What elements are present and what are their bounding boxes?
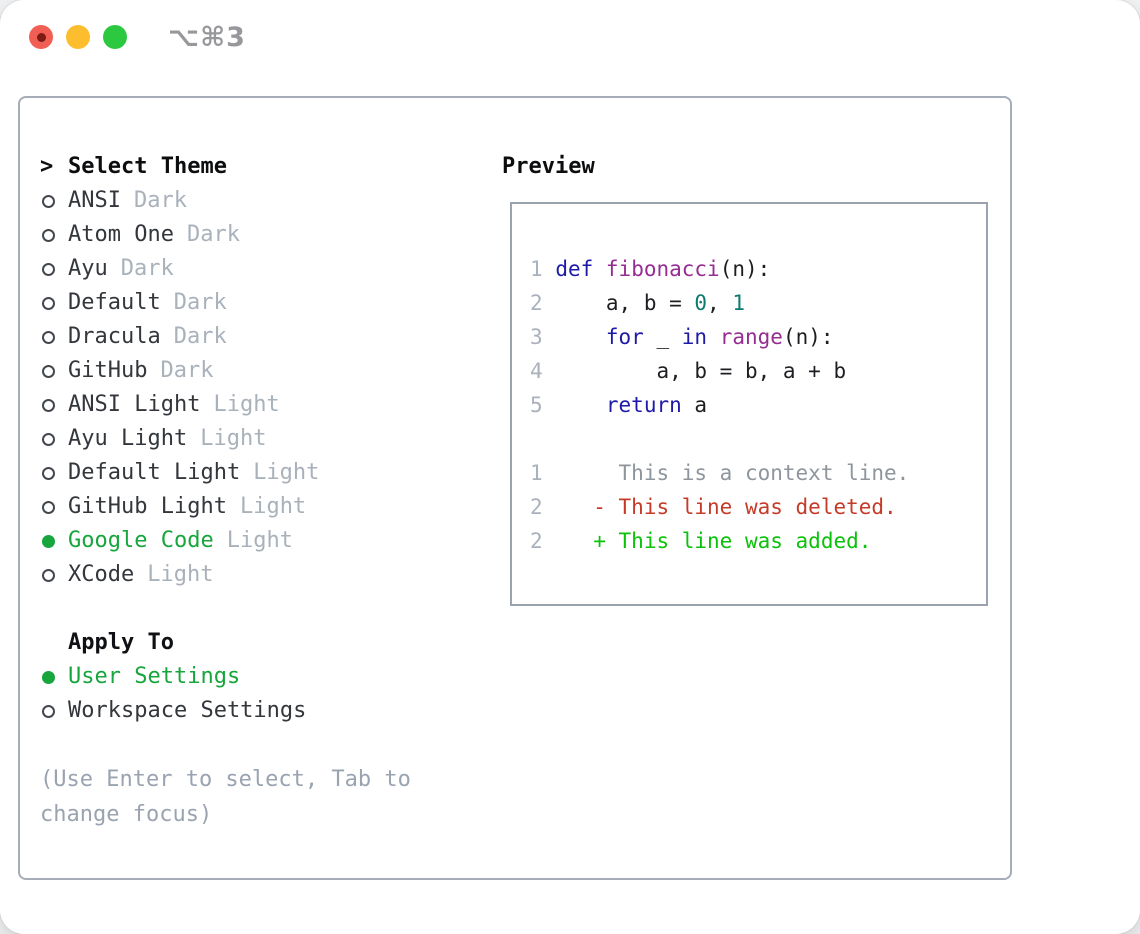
theme-variant: Dark	[160, 358, 214, 383]
theme-option-ansi-light[interactable]: ANSI Light Light	[40, 388, 480, 422]
apply-to-title: Apply To	[68, 630, 174, 655]
theme-name: Atom One	[68, 222, 174, 247]
spacer	[40, 592, 480, 626]
theme-name: Ayu	[68, 256, 108, 281]
diff-text: - This line was deleted.	[555, 495, 897, 519]
apply-option-workspace-settings[interactable]: Workspace Settings	[40, 694, 480, 728]
cursor-icon: >	[40, 154, 54, 179]
theme-name: GitHub Light	[68, 494, 227, 519]
radio-icon	[40, 398, 68, 412]
theme-option-ayu[interactable]: Ayu Dark	[40, 252, 480, 286]
apply-to-header-row: Apply To	[40, 626, 480, 660]
radio-icon	[40, 330, 68, 344]
close-button[interactable]	[29, 25, 53, 49]
radio-icon	[40, 228, 68, 242]
theme-name: ANSI	[68, 188, 121, 213]
theme-name: Ayu Light	[68, 426, 188, 451]
theme-option-default-light[interactable]: Default Light Light	[40, 456, 480, 490]
code-line: 2 a, b = 0, 1	[530, 291, 745, 315]
line-number: 3	[530, 325, 543, 349]
apply-option-user-settings[interactable]: User Settings	[40, 660, 480, 694]
theme-variant: Light	[147, 562, 214, 587]
theme-variant: Light	[239, 494, 307, 519]
radio-icon	[40, 704, 68, 718]
line-number: 2	[530, 495, 543, 519]
radio-icon	[40, 500, 68, 514]
keyboard-hint: (Use Enter to select, Tab to change focu…	[40, 767, 411, 827]
radio-icon	[40, 194, 68, 208]
theme-variant: Light	[213, 392, 280, 417]
theme-variant: Dark	[120, 256, 174, 281]
theme-list-title: Select Theme	[68, 154, 227, 179]
theme-name: Google Code	[68, 528, 214, 553]
theme-variant: Light	[253, 460, 320, 485]
line-number: 5	[530, 393, 543, 417]
diff-line-del: 2 - This line was deleted.	[530, 490, 986, 524]
theme-option-atom-one[interactable]: Atom One Dark	[40, 218, 480, 252]
code-line: 5 return a	[530, 393, 708, 417]
radio-icon	[40, 466, 68, 480]
line-number: 4	[530, 359, 543, 383]
zoom-button[interactable]	[103, 25, 127, 49]
line-number: 1	[530, 257, 543, 281]
apply-option-label: User Settings	[68, 664, 241, 689]
theme-variant: Dark	[133, 188, 187, 213]
minimize-button[interactable]	[66, 25, 90, 49]
theme-variant: Dark	[173, 324, 227, 349]
diff-text: + This line was added.	[555, 529, 872, 553]
theme-name: XCode	[68, 562, 135, 587]
theme-name: GitHub	[68, 358, 148, 383]
theme-name: Dracula	[68, 324, 161, 349]
apply-option-label: Workspace Settings	[68, 698, 307, 723]
radio-icon	[40, 262, 68, 276]
theme-option-ansi[interactable]: ANSI Dark	[40, 184, 480, 218]
theme-option-xcode[interactable]: XCode Light	[40, 558, 480, 592]
radio-icon	[40, 432, 68, 446]
radio-selected-icon	[40, 534, 68, 548]
theme-variant: Dark	[173, 290, 227, 315]
radio-icon	[40, 364, 68, 378]
titlebar: ⌥⌘3	[0, 0, 1140, 72]
theme-option-default[interactable]: Default Dark	[40, 286, 480, 320]
diff-line-ctx: 1 This is a context line.	[530, 456, 986, 490]
radio-icon	[40, 296, 68, 310]
theme-name: ANSI Light	[68, 392, 201, 417]
diff-block: 1 This is a context line.2 - This line w…	[530, 456, 986, 558]
window-title: ⌥⌘3	[168, 22, 246, 53]
theme-option-github[interactable]: GitHub Dark	[40, 354, 480, 388]
theme-option-google-code[interactable]: Google Code Light	[40, 524, 480, 558]
theme-list-header: > Select Theme	[40, 150, 480, 184]
theme-name: Default Light	[68, 460, 241, 485]
line-number: 1	[530, 461, 543, 485]
line-number: 2	[530, 529, 543, 553]
theme-option-ayu-light[interactable]: Ayu Light Light	[40, 422, 480, 456]
diff-line-add: 2 + This line was added.	[530, 524, 986, 558]
theme-variant: Light	[226, 528, 293, 553]
spacer	[530, 422, 986, 456]
theme-name: Default	[68, 290, 161, 315]
theme-variant: Light	[200, 426, 267, 451]
radio-selected-icon	[40, 670, 68, 684]
line-number: 2	[530, 291, 543, 315]
theme-option-github-light[interactable]: GitHub Light Light	[40, 490, 480, 524]
theme-option-dracula[interactable]: Dracula Dark	[40, 320, 480, 354]
code-line: 4 a, b = b, a + b	[530, 359, 847, 383]
diff-text: This is a context line.	[555, 461, 910, 485]
theme-variant: Dark	[186, 222, 240, 247]
radio-icon	[40, 568, 68, 582]
close-dot-icon	[36, 32, 46, 42]
traffic-lights	[29, 25, 127, 49]
code-line: 3 for _ in range(n):	[530, 325, 834, 349]
preview-title: Preview	[502, 154, 595, 179]
